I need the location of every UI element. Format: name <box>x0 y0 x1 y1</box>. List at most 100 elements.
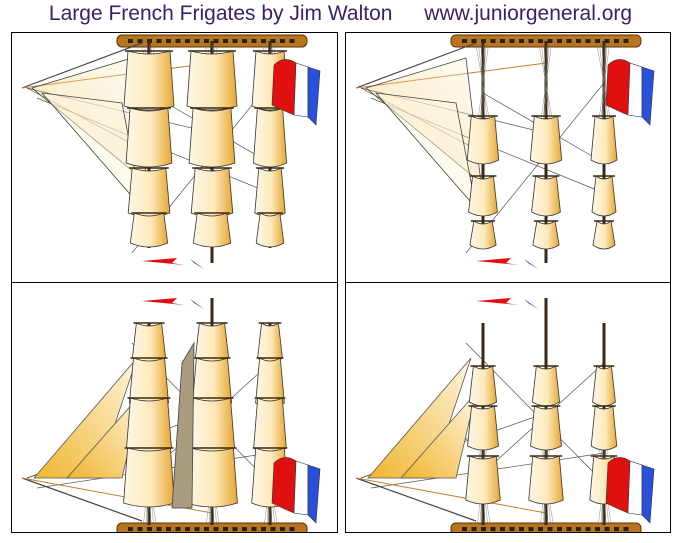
gun-port <box>500 527 505 531</box>
jib-sails <box>365 57 482 210</box>
panel-full-sail-stern <box>11 282 338 533</box>
gun-port <box>128 527 133 531</box>
gun-port <box>185 527 190 531</box>
frigate-drawing-reduced-sail-bow <box>355 34 655 269</box>
spanker-sail <box>171 341 195 509</box>
gun-port <box>538 39 543 43</box>
sail <box>127 167 171 218</box>
pennants <box>476 298 538 309</box>
gun-port <box>519 527 524 531</box>
sail <box>531 175 561 217</box>
gun-port <box>261 527 266 531</box>
gun-port <box>500 39 505 43</box>
gun-port <box>585 39 591 43</box>
gun-port <box>280 39 285 43</box>
gun-port <box>557 39 562 43</box>
gun-port <box>289 527 295 531</box>
sail <box>254 167 286 218</box>
gun-port <box>576 39 581 43</box>
sail <box>528 455 564 505</box>
gun-port <box>585 527 591 531</box>
gun-port <box>509 39 515 43</box>
gun-port <box>528 39 534 43</box>
gun-port <box>604 527 610 531</box>
site-url: www.juniorgeneral.org <box>424 2 633 25</box>
sail <box>465 455 501 505</box>
gun-port <box>576 527 581 531</box>
red-pennant <box>476 258 518 265</box>
gun-port <box>242 39 247 43</box>
sail <box>590 115 618 165</box>
gun-port <box>137 527 143 531</box>
frigate-drawing-full-sail-stern <box>21 298 321 532</box>
gun-port <box>251 39 257 43</box>
gun-port <box>614 39 619 43</box>
gun-port <box>232 527 238 531</box>
gun-port <box>204 39 209 43</box>
square-sails <box>123 50 289 248</box>
gun-port <box>185 39 190 43</box>
blue-pennant <box>524 259 538 269</box>
gun-port <box>147 527 152 531</box>
gun-port <box>557 527 562 531</box>
gun-port <box>213 39 219 43</box>
gun-port <box>604 39 610 43</box>
square-sails <box>123 322 289 509</box>
sail <box>591 175 617 217</box>
pennants <box>142 298 204 309</box>
sail <box>530 405 562 451</box>
frigate-drawing-full-sail-bow <box>21 34 321 269</box>
sail <box>126 397 172 453</box>
sail <box>590 405 618 451</box>
gun-port <box>595 527 600 531</box>
gun-port <box>462 527 467 531</box>
gun-port <box>490 39 496 43</box>
gun-port <box>528 527 534 531</box>
gun-port <box>223 527 228 531</box>
gun-port <box>251 527 257 531</box>
sail <box>529 115 563 165</box>
gun-port <box>566 39 572 43</box>
sail <box>255 212 285 248</box>
gun-port <box>261 39 266 43</box>
gun-port <box>471 39 477 43</box>
gun-port <box>156 39 162 43</box>
gun-port <box>223 39 228 43</box>
gun-port <box>232 39 238 43</box>
sail <box>186 50 238 111</box>
gun-port <box>175 39 181 43</box>
panel-reduced-sail-bow <box>345 32 671 283</box>
blue-pennant <box>190 259 204 269</box>
sail <box>123 50 175 111</box>
gun-port <box>289 39 295 43</box>
blue-pennant <box>524 299 538 309</box>
sail <box>192 212 232 248</box>
square-sails <box>466 115 618 250</box>
sail <box>190 167 234 218</box>
sail <box>592 365 616 407</box>
french-ensign <box>605 59 655 126</box>
french-ensign <box>271 457 321 524</box>
sail <box>189 397 235 453</box>
gun-port <box>614 527 619 531</box>
panel-reduced-sail-stern <box>345 282 671 533</box>
sail <box>129 212 169 248</box>
gun-port <box>194 527 200 531</box>
page-title: Large French Frigates by Jim Walton www.… <box>0 2 681 26</box>
gun-port <box>204 527 209 531</box>
red-pennant <box>142 258 184 265</box>
sail <box>188 107 236 168</box>
gun-port <box>462 39 467 43</box>
square-sails <box>465 365 619 505</box>
pennants <box>476 258 538 269</box>
gun-port <box>547 527 553 531</box>
gun-port <box>490 527 496 531</box>
gun-port <box>280 527 285 531</box>
gun-port <box>481 527 486 531</box>
french-ensign <box>271 59 321 126</box>
sail <box>467 405 499 451</box>
gun-port <box>213 527 219 531</box>
gun-port <box>623 39 629 43</box>
gun-port <box>595 39 600 43</box>
gun-port <box>156 527 162 531</box>
